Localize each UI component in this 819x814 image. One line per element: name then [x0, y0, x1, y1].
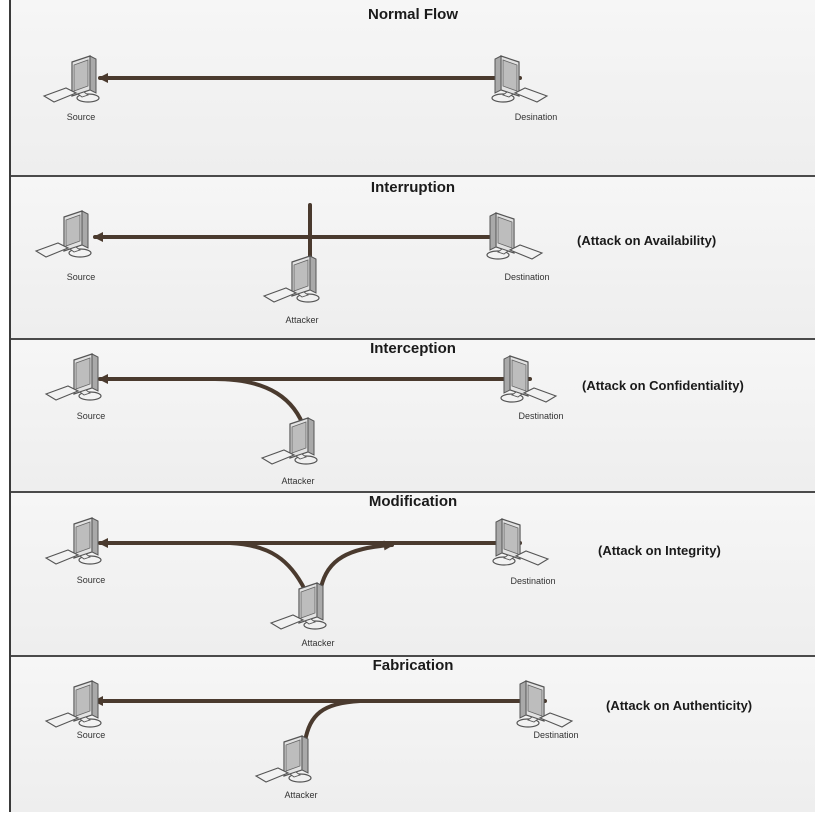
desktop-computer-icon [484, 513, 554, 573]
desktop-computer-icon [483, 50, 553, 110]
attacker-computer [265, 577, 335, 637]
source-computer [38, 50, 108, 110]
desktop-computer-icon [256, 412, 326, 472]
source-computer [40, 348, 110, 408]
desktop-computer-icon [265, 577, 335, 637]
destination-computer [484, 513, 554, 573]
desktop-computer-icon [478, 207, 548, 267]
source-computer [30, 205, 100, 265]
source-computer [40, 675, 110, 735]
desktop-computer-icon [258, 250, 328, 310]
desktop-computer-icon [508, 675, 578, 735]
desktop-computer-icon [250, 730, 320, 790]
destination-computer [478, 207, 548, 267]
attacker-computer [250, 730, 320, 790]
attacker-computer [256, 412, 326, 472]
destination-computer [492, 350, 562, 410]
desktop-computer-icon [40, 512, 110, 572]
destination-computer [483, 50, 553, 110]
desktop-computer-icon [38, 50, 108, 110]
desktop-computer-icon [40, 675, 110, 735]
desktop-computer-icon [492, 350, 562, 410]
source-computer [40, 512, 110, 572]
desktop-computer-icon [30, 205, 100, 265]
destination-computer [508, 675, 578, 735]
desktop-computer-icon [40, 348, 110, 408]
attacker-computer [258, 250, 328, 310]
